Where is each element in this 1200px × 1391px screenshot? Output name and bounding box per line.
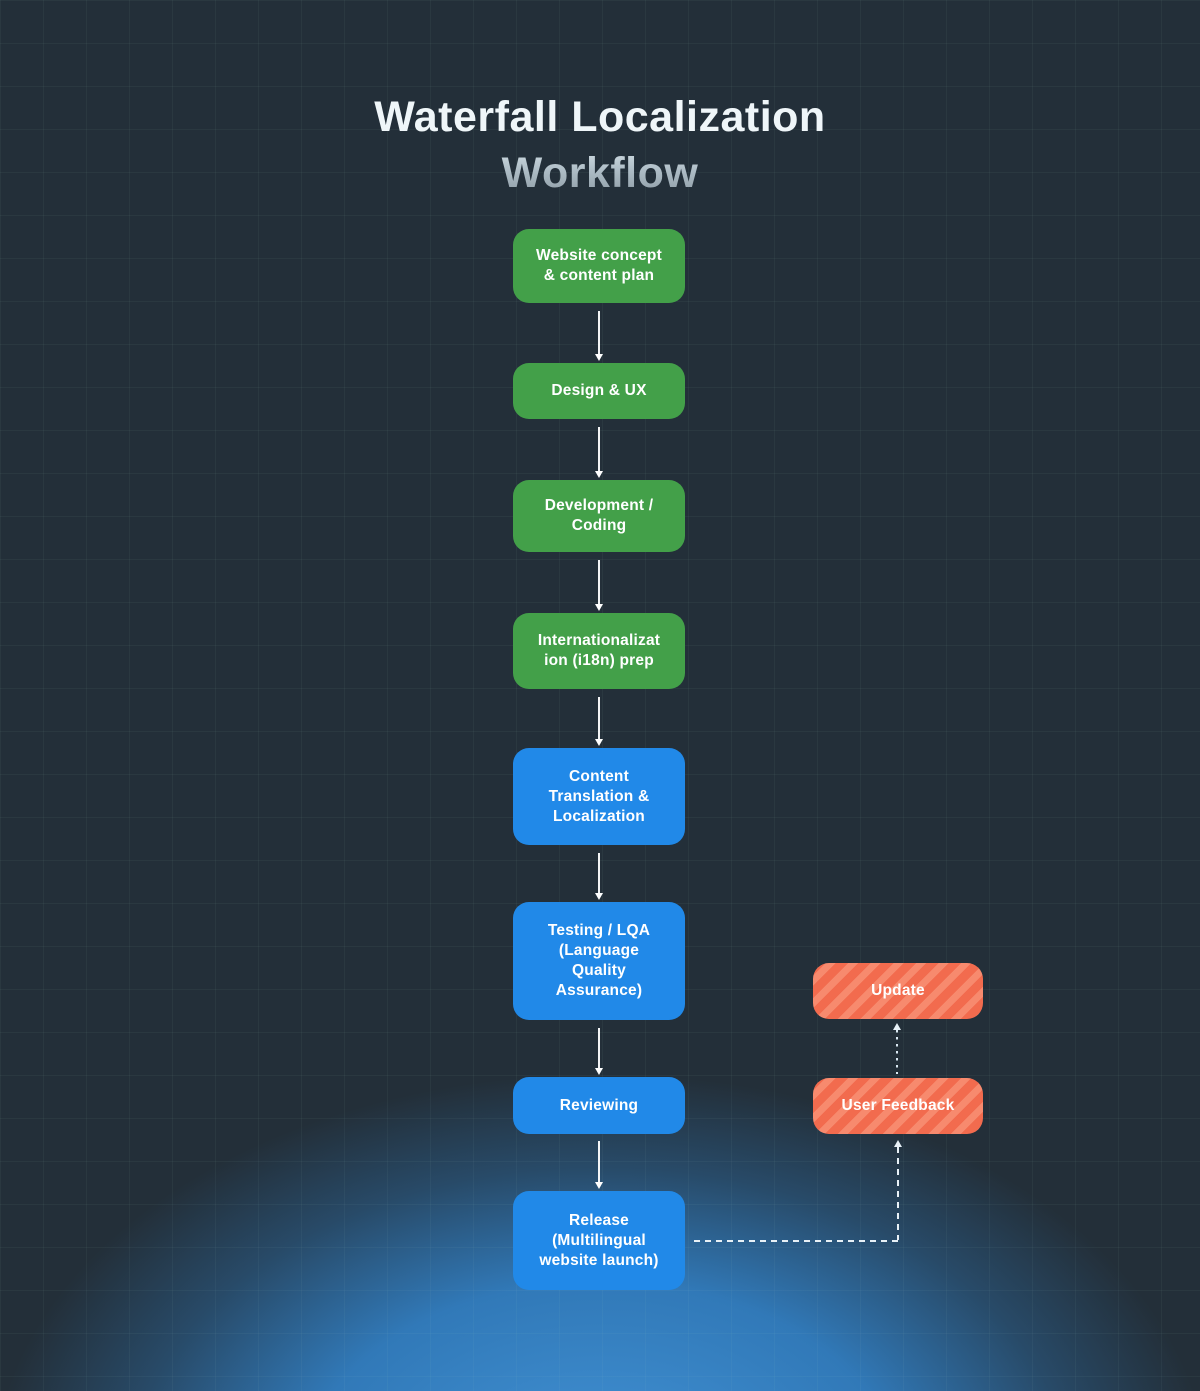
arrowhead-down-icon	[594, 893, 603, 900]
step-user-feedback: User Feedback	[813, 1078, 983, 1134]
connector-userfeedback-update	[893, 1023, 901, 1074]
step-update: Update	[813, 963, 983, 1019]
step-i18n-prep: Internationalizat ion (i18n) prep	[513, 613, 685, 689]
arrowhead-down-icon	[594, 1068, 603, 1075]
step-release: Release (Multilingual website launch)	[513, 1191, 685, 1290]
step-content-translation: Content Translation & Localization	[513, 748, 685, 845]
page-title-line-1: Waterfall Localization	[374, 92, 826, 141]
step-development-coding: Development / Coding	[513, 480, 685, 552]
arrowhead-down-icon	[594, 471, 603, 478]
connector-release-feedback-horizontal	[694, 1240, 898, 1242]
arrowhead-down-icon	[594, 604, 603, 611]
step-testing-lqa: Testing / LQA (Language Quality Assuranc…	[513, 902, 685, 1020]
connector-3	[594, 560, 603, 611]
connector-4	[594, 697, 603, 746]
step-design-ux: Design & UX	[513, 363, 685, 419]
connector-5	[594, 853, 603, 900]
arrowhead-down-icon	[594, 739, 603, 746]
page-title-line-2: Workflow	[0, 145, 1200, 201]
connector-7	[594, 1141, 603, 1189]
connector-release-feedback-vertical	[893, 1140, 902, 1240]
page-title: Waterfall Localization Workflow	[0, 89, 1200, 201]
arrowhead-down-icon	[594, 1182, 603, 1189]
connector-6	[594, 1028, 603, 1075]
step-website-concept: Website concept & content plan	[513, 229, 685, 303]
connector-2	[594, 427, 603, 478]
arrowhead-up-icon	[893, 1140, 902, 1147]
arrowhead-down-icon	[594, 354, 603, 361]
step-reviewing: Reviewing	[513, 1077, 685, 1134]
connector-1	[594, 311, 603, 361]
arrowhead-up-icon	[893, 1023, 901, 1030]
